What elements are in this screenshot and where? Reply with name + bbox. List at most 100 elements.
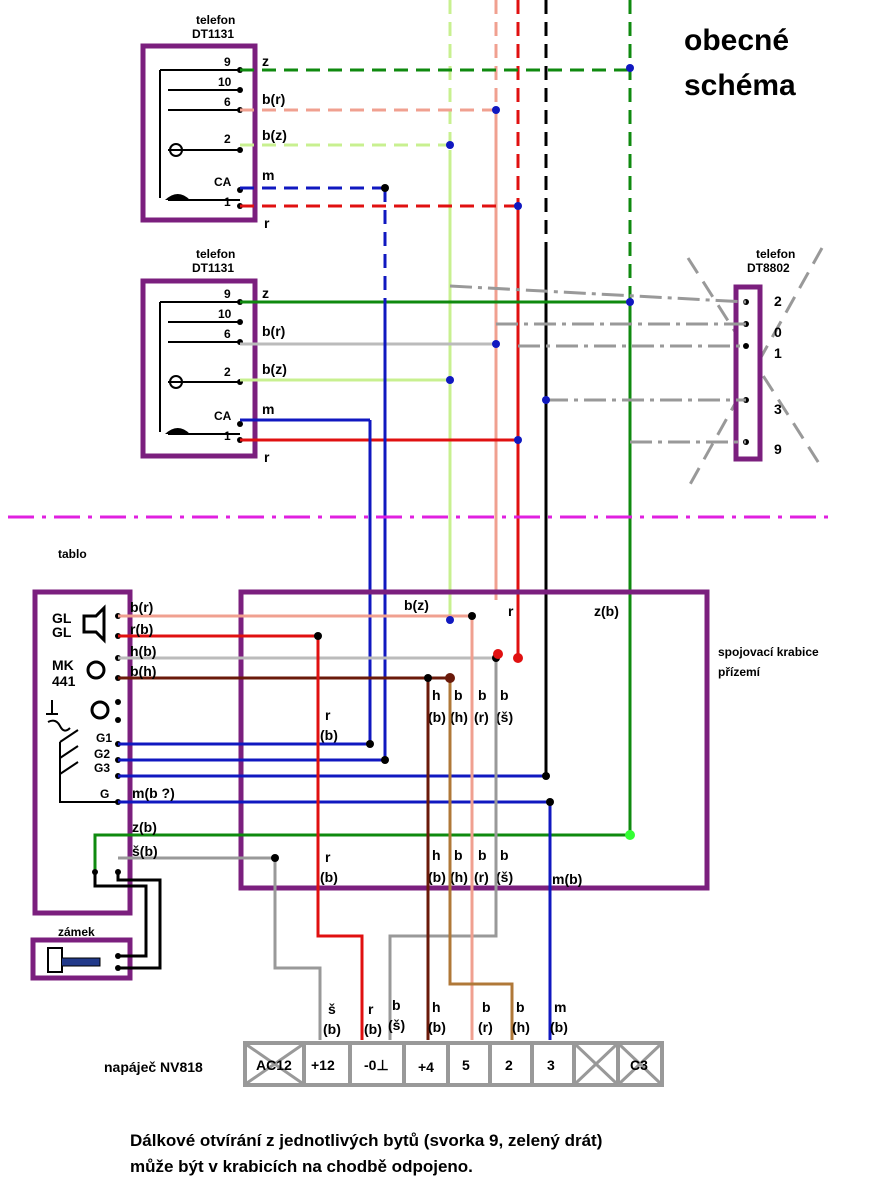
supply-wire-label-bottom: (š)	[388, 1017, 405, 1033]
supply-wire-label-top: m	[554, 999, 566, 1015]
telephone1-pin-10: 10	[218, 75, 232, 89]
junction-lower-label-top: b	[478, 847, 487, 863]
junction-lower-label-bottom: (š)	[496, 869, 513, 885]
junction-upper-label-top: h	[432, 687, 441, 703]
power-supply: napáječ NV818 AC12 +12 -0⊥ +4 5 2 3 C3	[104, 1041, 664, 1087]
telephone1-label1: telefon	[196, 13, 235, 27]
supply-wire-label-bottom: (b)	[550, 1019, 568, 1035]
junction-top-bz: b(z)	[404, 597, 429, 613]
terminal-minus0-ground: -0⊥	[364, 1057, 389, 1073]
junction-top-r: r	[508, 603, 514, 619]
phone2-wire-r: r	[264, 449, 270, 465]
tablo-component-441: 441	[52, 673, 76, 689]
tablo-wire-rb: r(b)	[130, 621, 153, 637]
junction-upper-label-bottom: (š)	[496, 709, 513, 725]
terminal-ac12: AC12	[256, 1057, 292, 1073]
telephone1-pin-ca: CA	[214, 175, 232, 189]
lock: zámek	[30, 869, 162, 981]
tablo-switch-g3: G3	[94, 761, 110, 775]
junction-lower-label-bottom: (b)	[428, 869, 446, 885]
junction-upper-label-bottom: (b)	[320, 727, 338, 743]
telephone2-pin-2: 2	[224, 365, 231, 379]
junction-lower-label-top: h	[432, 847, 441, 863]
junction-upper-label-top: b	[500, 687, 509, 703]
telephone-1: telefon DT1131 9 10 6 2 CA 1 z b(r) b(z)…	[140, 13, 634, 300]
tablo-wire-zb: z(b)	[132, 819, 157, 835]
supply-wire-label-top: r	[368, 1001, 374, 1017]
note-line2: může být v krabicích na chodbě odpojeno.	[130, 1157, 473, 1176]
junction-lower-label-top: b	[500, 847, 509, 863]
phone1-wire-bz: b(z)	[262, 127, 287, 143]
junction-upper-label-top: b	[454, 687, 463, 703]
tablo-wire-br: b(r)	[130, 599, 153, 615]
microphone-icon	[86, 660, 106, 680]
tablo-wire-sb: š(b)	[132, 843, 158, 859]
terminal-plus4: +4	[418, 1059, 434, 1075]
telephone1-pin-6: 6	[224, 95, 231, 109]
supply-label: napáječ NV818	[104, 1059, 203, 1075]
telephone2-pin-ca: CA	[214, 409, 232, 423]
junction-lower-label-bottom: (h)	[450, 869, 468, 885]
telephone2-label1: telefon	[196, 247, 235, 261]
telephone1-pin-1: 1	[224, 195, 231, 209]
ground-ac-icon	[46, 700, 71, 732]
supply-wire-label-bottom: (r)	[478, 1019, 493, 1035]
tablo-switch-g2: G2	[94, 747, 110, 761]
lock-label: zámek	[58, 925, 95, 939]
supply-wire-label-top: b	[516, 999, 525, 1015]
phone1-wire-z: z	[262, 53, 269, 69]
tablo-component-gl1: GL	[52, 610, 72, 626]
tablo-wire-hb: h(b)	[130, 643, 156, 659]
telephone1-earpiece-icon	[169, 143, 183, 157]
telephone2-pin-9: 9	[224, 287, 231, 301]
tablo: tablo GL GL MK 441 G1 G2 G3 G b(r) r(b) …	[32, 547, 630, 916]
junction-upper-label-top: r	[325, 707, 331, 723]
junction-upper-label-bottom: (b)	[428, 709, 446, 725]
telephone2-earpiece-icon	[169, 375, 183, 389]
supply-wire-label-bottom: (b)	[323, 1021, 341, 1037]
tablo-wire-bh: b(h)	[130, 663, 156, 679]
junction-upper-label-top: b	[478, 687, 487, 703]
supply-wire-label-bottom: (b)	[364, 1021, 382, 1037]
buzzer-icon	[90, 700, 110, 720]
junction-upper-label-bottom: (h)	[450, 709, 468, 725]
telephone3-label1: telefon	[756, 247, 795, 261]
speaker-icon	[82, 604, 106, 644]
phone1-wire-m: m	[262, 167, 274, 183]
supply-wire-label-bottom: (b)	[428, 1019, 446, 1035]
junction-lower-label-top: r	[325, 849, 331, 865]
junction-lower-label-top: b	[454, 847, 463, 863]
phone2-wire-bz: b(z)	[262, 361, 287, 377]
telephone3-frame	[733, 284, 763, 462]
terminal-plus12: +12	[311, 1057, 335, 1073]
telephone2-pin-6: 6	[224, 327, 231, 341]
terminal-3: 3	[547, 1057, 555, 1073]
supply-wire-label-top: š	[328, 1001, 336, 1017]
junction-box: spojovací krabice přízemí b(z) r z(b) r …	[238, 589, 819, 891]
tablo-switch-g1: G1	[96, 731, 112, 745]
telephone3-pin-1: 1	[774, 345, 782, 361]
telephone2-pin-1: 1	[224, 429, 231, 443]
note-line1: Dálkové otvírání z jednotlivých bytů (sv…	[130, 1131, 602, 1150]
telephone1-handset-icon	[165, 194, 190, 200]
telephone3-pin-3: 3	[774, 401, 782, 417]
tablo-frame	[32, 589, 133, 916]
telephone2-handset-icon	[165, 428, 190, 434]
telephone3-pin-0: 0	[774, 324, 782, 340]
terminal-5: 5	[462, 1057, 470, 1073]
junction-lower-label-bottom: (r)	[474, 869, 489, 885]
telephone1-label2: DT1131	[192, 27, 234, 41]
supply-wire-label-top: h	[432, 999, 441, 1015]
telephone1-frame	[140, 43, 258, 223]
telephone2-label2: DT1131	[192, 261, 234, 275]
title-line2: schéma	[684, 69, 796, 102]
supply-wires: š (b) r (b) b (š) h (b) b (r) b (h) m (b…	[271, 612, 635, 1040]
tablo-component-gl2: GL	[52, 624, 72, 640]
phone1-wire-r: r	[264, 215, 270, 231]
junction-box-label1: spojovací krabice	[718, 645, 819, 659]
supply-wire-label-top: b	[482, 999, 491, 1015]
tablo-wire-mb: m(b ?)	[132, 785, 175, 801]
tablo-switch-g: G	[100, 787, 109, 801]
supply-wire-label-top: b	[392, 997, 401, 1013]
